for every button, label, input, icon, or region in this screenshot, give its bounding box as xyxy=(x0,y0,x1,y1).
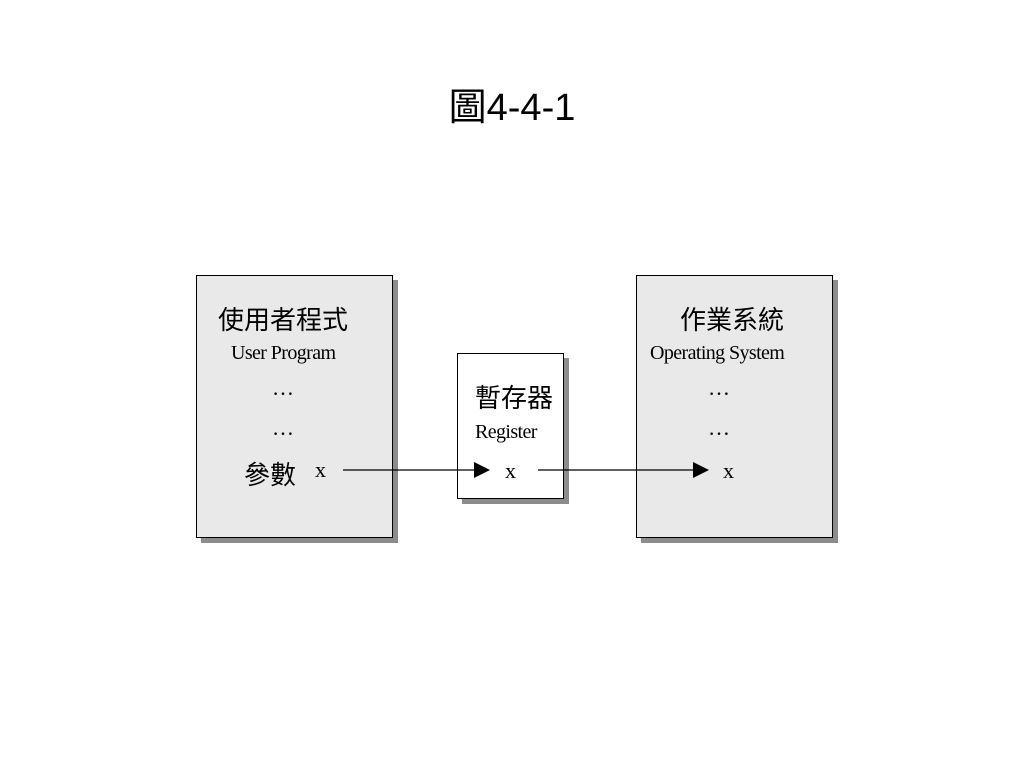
arrow-user-to-register-head xyxy=(474,462,490,478)
operating-system-title-zh: 作業系統 xyxy=(680,306,785,336)
operating-system-ellipsis-1: … xyxy=(708,375,730,400)
user-program-title-zh: 使用者程式 xyxy=(218,306,349,336)
operating-system-title-en: Operating System xyxy=(650,342,785,364)
parameter-label: 參數 xyxy=(244,461,297,491)
operating-system-box xyxy=(636,275,833,538)
user-program-variable: x xyxy=(315,457,326,482)
arrow-register-to-os-head xyxy=(693,462,709,478)
register-title-zh: 暫存器 xyxy=(475,384,554,414)
user-program-ellipsis-1: … xyxy=(272,375,294,400)
operating-system-variable: x xyxy=(723,458,734,483)
user-program-box xyxy=(196,275,393,538)
register-variable: x xyxy=(505,458,516,483)
user-program-ellipsis-2: … xyxy=(272,415,294,440)
figure-title: 圖4-4-1 xyxy=(448,87,576,129)
operating-system-ellipsis-2: … xyxy=(708,415,730,440)
register-title-en: Register xyxy=(475,421,537,443)
user-program-title-en: User Program xyxy=(231,342,336,364)
